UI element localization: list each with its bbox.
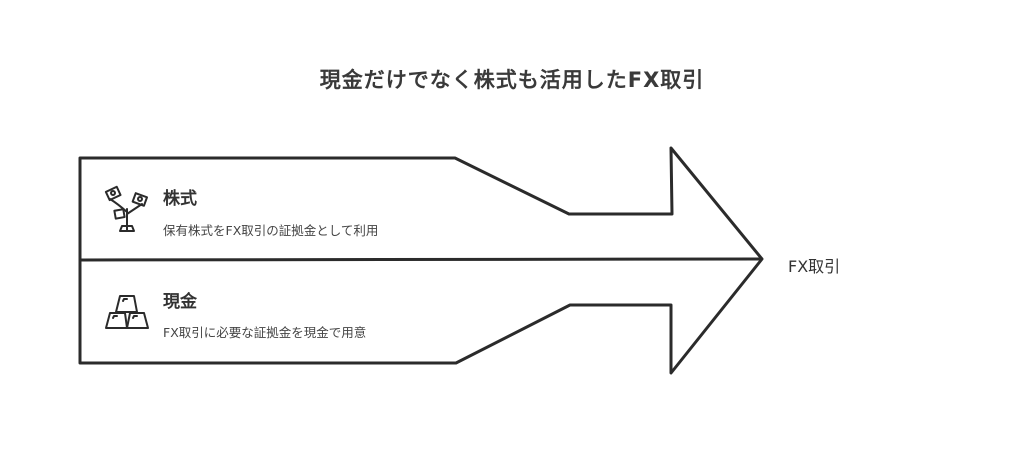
source-title-stocks: 株式 xyxy=(163,189,197,209)
target-label: FX取引 xyxy=(788,257,841,276)
stacked-bars-icon xyxy=(105,295,149,329)
plant-coins-icon xyxy=(104,185,149,232)
source-title-cash: 現金 xyxy=(163,292,197,312)
source-desc-stocks: 保有株式をFX取引の証拠金として利用 xyxy=(163,223,379,238)
diagram-title: 現金だけでなく株式も活用したFX取引 xyxy=(319,68,705,92)
arrow-outline xyxy=(78,146,764,375)
source-desc-cash: FX取引に必要な証拠金を現金で用意 xyxy=(163,325,367,340)
row-divider xyxy=(79,257,762,262)
